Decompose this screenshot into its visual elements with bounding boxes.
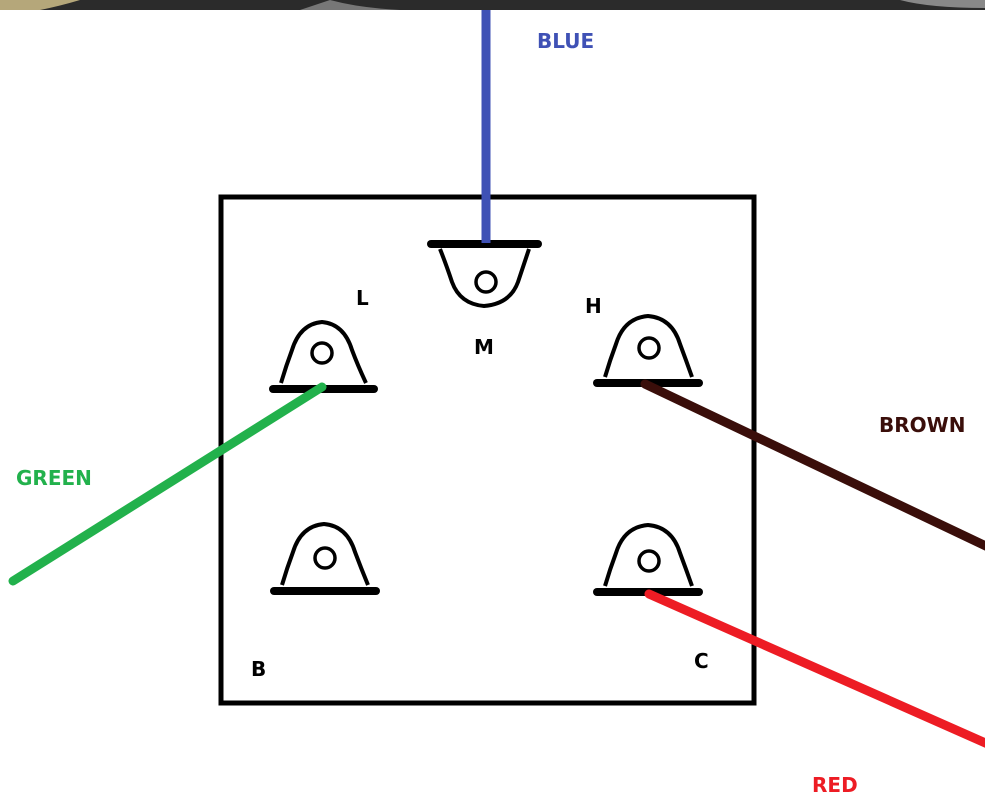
photo-strip-highlight — [900, 0, 985, 8]
terminal-label-h: H — [585, 294, 602, 318]
terminal-m-hole — [474, 270, 498, 294]
terminal-label-m: M — [474, 335, 494, 359]
wire-label-blue: BLUE — [537, 29, 594, 53]
terminal-c-lug — [603, 522, 694, 587]
wire-label-green: GREEN — [16, 466, 92, 490]
terminal-l-hole — [310, 341, 334, 365]
terminal-label-b: B — [251, 657, 266, 681]
wire-label-red: RED — [812, 773, 858, 797]
wire-red — [644, 589, 985, 748]
photo-strip — [0, 0, 985, 10]
photo-strip-highlight — [300, 0, 400, 10]
terminal-h — [593, 313, 703, 387]
terminal-label-c: C — [694, 649, 709, 673]
wire-green — [8, 382, 327, 586]
terminal-label-l: L — [356, 286, 369, 310]
photo-strip-highlight — [0, 0, 80, 10]
wire-label-brown: BROWN — [879, 413, 965, 437]
terminal-b — [270, 521, 380, 595]
terminal-h-lug — [603, 313, 694, 378]
terminal-m-lug — [438, 248, 531, 309]
wire-brown — [640, 379, 985, 551]
terminal-m — [427, 240, 542, 309]
terminal-c-hole — [637, 549, 661, 573]
terminal-h-hole — [637, 336, 661, 360]
terminal-l — [269, 319, 378, 393]
terminal-l-lug — [279, 319, 368, 384]
terminal-c — [593, 522, 703, 596]
terminal-b-lug — [280, 521, 370, 586]
terminal-b-hole — [313, 546, 337, 570]
